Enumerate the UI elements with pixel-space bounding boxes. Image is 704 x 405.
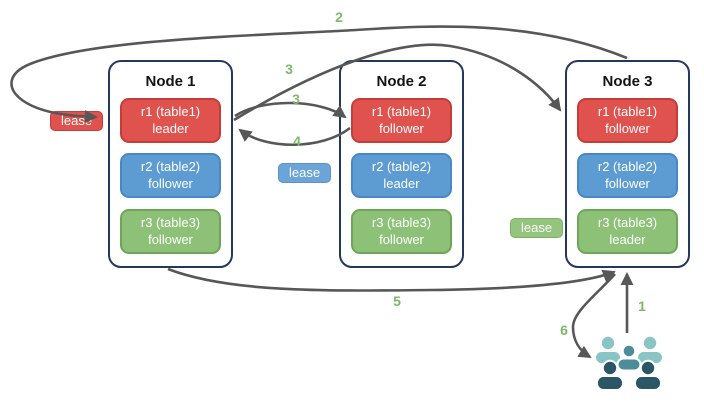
replica-label: r2 (table2) [140,158,201,174]
node-2-replica-r1: r1 (table1) follower [351,98,452,143]
node-3-title: Node 3 [602,73,653,90]
node-2-replica-r3: r3 (table3) follower [351,209,452,254]
replica-label: r3 (table3) [597,214,658,230]
replica-role: follower [379,231,424,247]
step-label-2: 2 [335,9,343,25]
step-label-6: 6 [560,322,568,338]
replica-label: r3 (table3) [140,214,201,230]
node-2-replica-r2: r2 (table2) leader [351,153,452,198]
replica-role: follower [379,120,424,136]
replica-label: r1 (table1) [140,103,201,119]
arrow-3-node1r1-to-node2r1 [234,101,347,119]
replica-role: follower [605,120,650,136]
node-1-replica-r2: r2 (table2) follower [120,153,221,198]
replica-label: r1 (table1) [371,103,432,119]
replica-label: r2 (table2) [371,158,432,174]
step-label-1: 1 [638,298,646,314]
replica-role: follower [605,175,650,191]
replica-role: leader [609,231,646,247]
arrow-2-node3-to-lease-red [10,25,628,124]
replica-label: r3 (table3) [371,214,432,230]
lease-badge-green: lease [510,218,564,238]
node-3-replica-r2: r2 (table2) follower [577,153,678,198]
replica-label: r2 (table2) [597,158,658,174]
users-group-icon [594,334,664,391]
replica-role: follower [148,175,193,191]
replica-role: leader [383,175,420,191]
replica-role: follower [148,231,193,247]
step-label-3a: 3 [285,61,293,77]
lease-badge-blue: lease [278,163,332,183]
arrow-5-node1-to-node3 [167,267,616,292]
node-3-replica-r1: r1 (table1) follower [577,98,678,143]
step-label-3b: 3 [292,91,300,107]
node-3-replica-r3: r3 (table3) leader [577,209,678,254]
replica-role: leader [152,120,189,136]
step-label-5: 5 [393,293,401,309]
node-1-title: Node 1 [145,73,196,90]
node-2: Node 2 r1 (table1) follower r2 (table2) … [339,60,464,268]
lease-badge-red: lease [50,111,104,131]
node-1-replica-r3: r3 (table3) follower [120,209,221,254]
node-3: Node 3 r1 (table1) follower r2 (table2) … [565,60,690,268]
node-1-replica-r1: r1 (table1) leader [120,98,221,143]
step-label-4: 4 [293,133,301,149]
replica-label: r1 (table1) [597,103,658,119]
node-2-title: Node 2 [376,73,427,90]
node-1: Node 1 r1 (table1) leader r2 (table2) fo… [108,60,233,268]
